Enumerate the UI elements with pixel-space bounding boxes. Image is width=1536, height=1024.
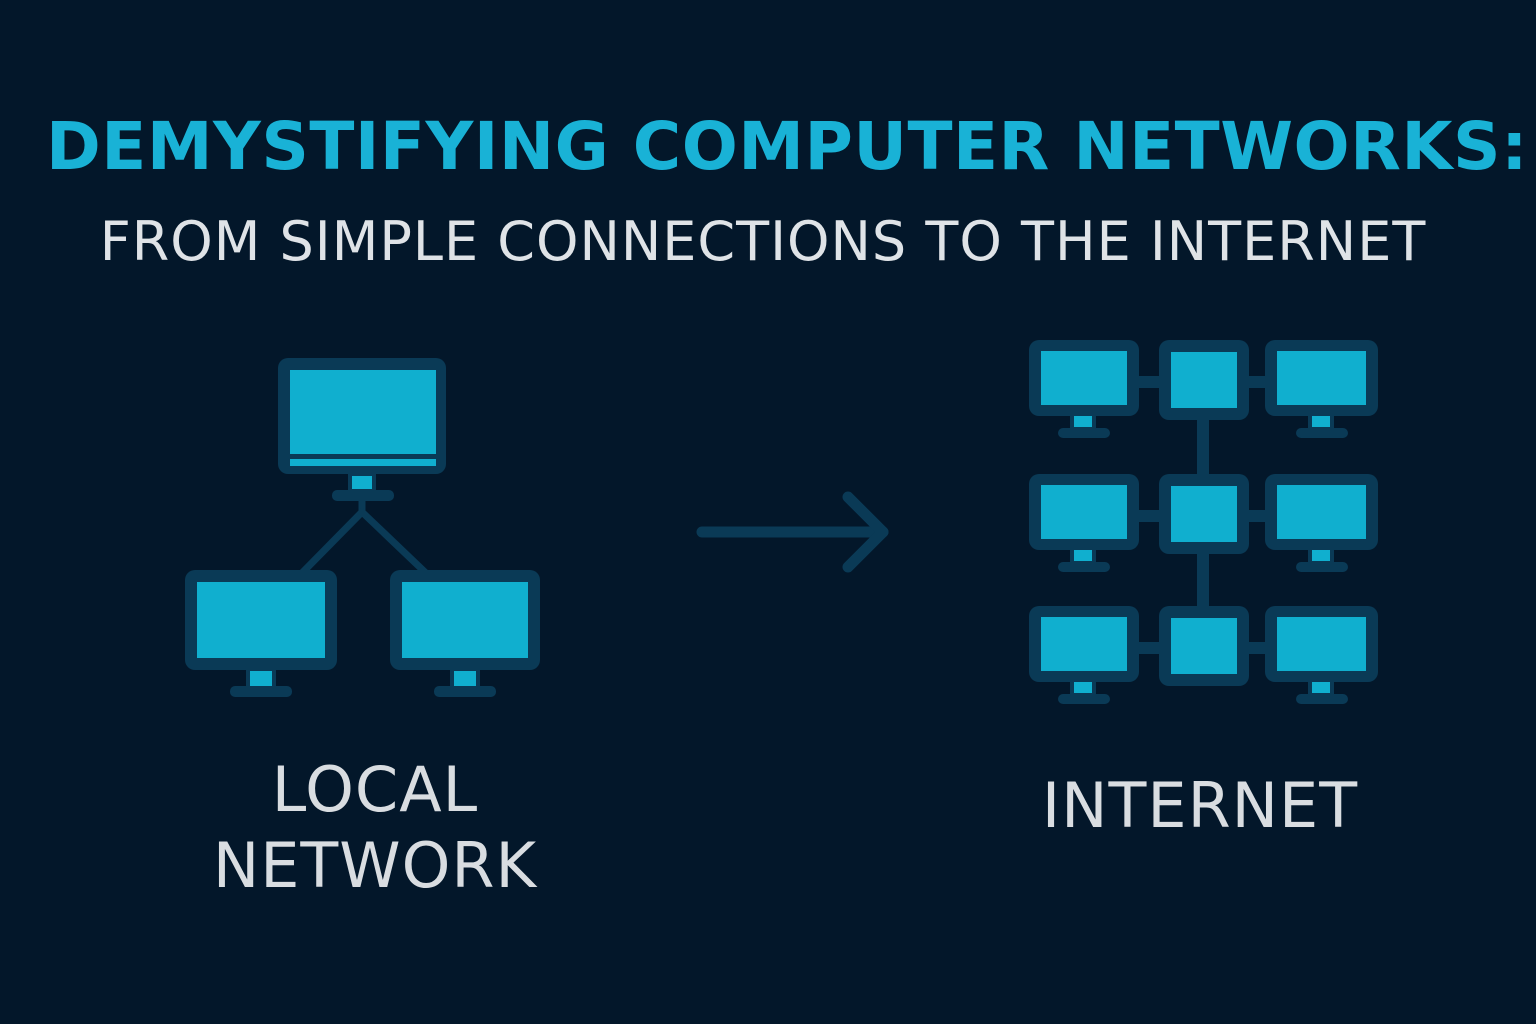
internet-diagram xyxy=(1029,340,1378,704)
local-network-links xyxy=(296,496,432,579)
arrow-right-icon xyxy=(696,491,889,573)
monitor-icon xyxy=(1029,606,1139,704)
monitor-icon xyxy=(1029,474,1139,572)
link-top-to-right xyxy=(358,508,432,579)
local-network-diagram xyxy=(185,358,540,697)
monitor-icon xyxy=(390,570,540,697)
switch-icon xyxy=(1159,606,1249,686)
switch-icon xyxy=(1159,340,1249,420)
local-network-label-line1: LOCAL xyxy=(271,753,479,826)
diagram-subtitle: FROM SIMPLE CONNECTIONS TO THE INTERNET xyxy=(99,210,1427,273)
internet-links xyxy=(1135,376,1270,654)
monitor-icon xyxy=(1265,474,1378,572)
switch-icon xyxy=(1159,474,1249,554)
link-top-to-left xyxy=(296,508,366,579)
monitor-icon xyxy=(1265,606,1378,704)
local-network-label: LOCAL NETWORK xyxy=(175,752,575,904)
local-network-label-line2: NETWORK xyxy=(212,829,538,902)
monitor-icon xyxy=(278,358,446,501)
monitor-icon xyxy=(1029,340,1139,438)
monitor-icon xyxy=(185,570,337,697)
internet-label: INTERNET xyxy=(1041,769,1359,842)
monitor-icon xyxy=(1265,340,1378,438)
diagram-title: DEMYSTIFYING COMPUTER NETWORKS: xyxy=(45,108,1528,185)
